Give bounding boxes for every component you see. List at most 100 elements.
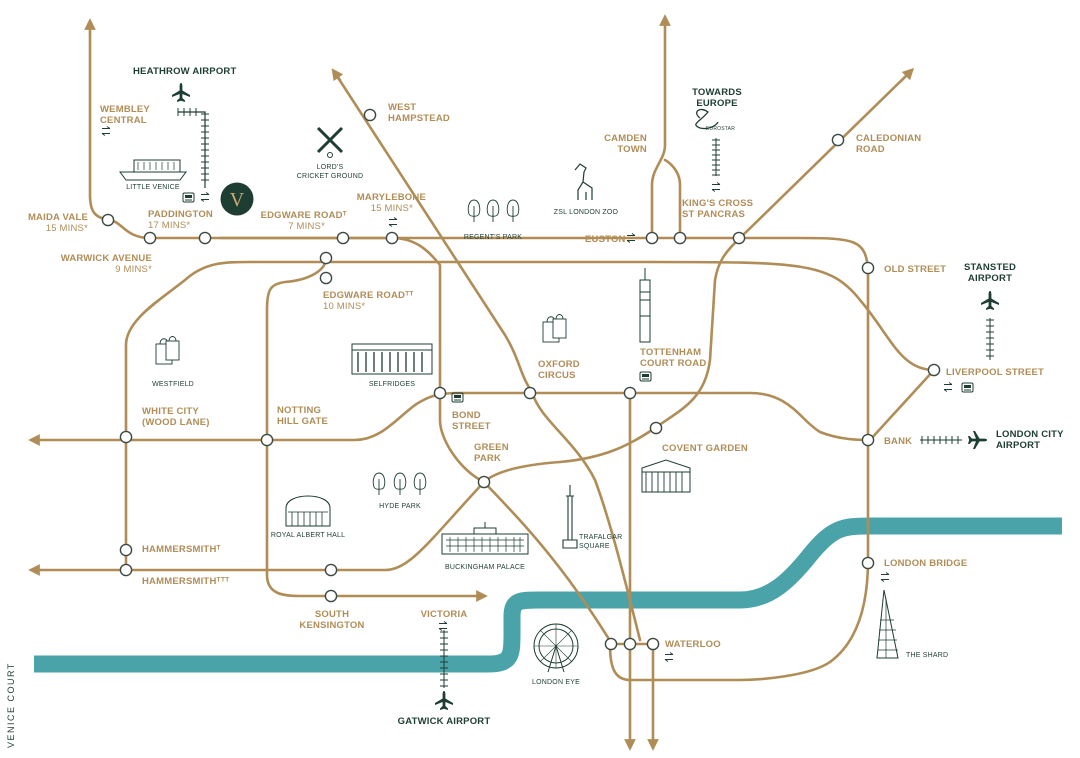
svg-text:17 MINS*: 17 MINS*	[148, 220, 190, 231]
svg-text:EUSTON: EUSTON	[585, 234, 626, 245]
towards-europe-label-2: EUROPE	[696, 98, 737, 109]
svg-text:COURT ROAD: COURT ROAD	[640, 358, 706, 369]
the-shard-icon	[876, 589, 899, 659]
svg-text:TRAFALGAR: TRAFALGAR	[579, 534, 622, 541]
svg-text:LONDON BRIDGE: LONDON BRIDGE	[884, 558, 967, 569]
svg-text:LORD'S: LORD'S	[317, 164, 344, 171]
stansted-plane-icon	[981, 291, 999, 310]
svg-text:KENSINGTON: KENSINGTON	[299, 620, 364, 631]
river-thames	[34, 517, 1062, 673]
tree-icon	[467, 199, 481, 223]
tree-icon	[413, 472, 427, 496]
svg-text:V: V	[230, 189, 245, 211]
svg-text:TOWN: TOWN	[617, 144, 647, 155]
tree-icon	[372, 472, 386, 496]
svg-text:HAMPSTEAD: HAMPSTEAD	[388, 113, 450, 124]
airport-rail-links	[177, 108, 994, 688]
svg-text:LIVERPOOL STREET: LIVERPOOL STREET	[946, 367, 1044, 378]
shopping-bags-icon	[155, 336, 180, 365]
selfridges-icon	[351, 343, 433, 375]
svg-text:LITTLE VENICE: LITTLE VENICE	[126, 184, 180, 191]
svg-text:CRICKET GROUND: CRICKET GROUND	[297, 173, 363, 180]
svg-text:SQUARE: SQUARE	[579, 543, 610, 550]
eurostar-label: EUROSTAR	[706, 126, 735, 132]
side-brand-text: VENICE COURT	[6, 662, 16, 748]
svg-text:BANK: BANK	[884, 436, 912, 447]
landmark-labels: LITTLE VENICE LORD'S CRICKET GROUND REGE…	[126, 164, 948, 686]
tree-icon	[393, 472, 407, 496]
heathrow-label: HEATHROW AIRPORT	[133, 66, 236, 77]
royal-albert-hall-icon	[285, 495, 331, 527]
heathrow-plane-icon	[172, 83, 190, 102]
svg-text:HAMMERSMITHᵀ: HAMMERSMITHᵀ	[142, 544, 221, 555]
svg-text:WEMBLEY: WEMBLEY	[100, 104, 150, 115]
svg-text:STREET: STREET	[452, 421, 491, 432]
venice-court-logo: V	[220, 182, 254, 216]
svg-text:ROAD: ROAD	[856, 144, 885, 155]
svg-text:WHITE CITY: WHITE CITY	[142, 406, 199, 417]
stansted-label-1: STANSTED	[964, 262, 1016, 273]
svg-text:HAMMERSMITHᵀᵀᵀ: HAMMERSMITHᵀᵀᵀ	[142, 576, 229, 587]
svg-text:10 MINS*: 10 MINS*	[323, 301, 365, 312]
svg-text:CENTRAL: CENTRAL	[100, 115, 147, 126]
covent-garden-icon	[641, 459, 691, 493]
svg-text:WESTFIELD: WESTFIELD	[152, 381, 194, 388]
svg-text:ROYAL ALBERT HALL: ROYAL ALBERT HALL	[271, 532, 345, 539]
svg-text:MARYLEBONE: MARYLEBONE	[357, 192, 426, 203]
svg-text:WATERLOO: WATERLOO	[665, 639, 721, 650]
london-city-label-2: AIRPORT	[996, 440, 1040, 451]
svg-text:WARWICK AVENUE: WARWICK AVENUE	[61, 253, 152, 264]
boat-icon	[119, 159, 187, 181]
svg-text:ZSL LONDON ZOO: ZSL LONDON ZOO	[554, 209, 619, 216]
svg-text:9 MINS*: 9 MINS*	[115, 264, 152, 275]
svg-text:(WOOD LANE): (WOOD LANE)	[142, 417, 210, 428]
landmark-icons	[119, 108, 899, 673]
svg-text:REGENT'S PARK: REGENT'S PARK	[464, 234, 522, 241]
svg-text:CIRCUS: CIRCUS	[538, 370, 576, 381]
tree-icon	[506, 199, 520, 223]
cricket-bats-icon	[316, 126, 344, 158]
eurostar-logo	[695, 108, 719, 130]
svg-text:CALEDONIAN: CALEDONIAN	[856, 133, 921, 144]
london-eye-icon	[533, 623, 579, 673]
towards-europe-label-1: TOWARDS	[692, 87, 742, 98]
svg-text:VICTORIA: VICTORIA	[421, 609, 468, 620]
svg-text:BOND: BOND	[452, 410, 481, 421]
svg-text:SELFRIDGES: SELFRIDGES	[369, 381, 415, 388]
svg-text:PARK: PARK	[474, 453, 501, 464]
svg-text:HYDE PARK: HYDE PARK	[379, 503, 421, 510]
svg-text:EDGWARE ROADᵀ: EDGWARE ROADᵀ	[261, 210, 347, 221]
nelsons-column-icon	[562, 485, 578, 549]
svg-text:GREEN: GREEN	[474, 442, 509, 453]
svg-text:HILL GATE: HILL GATE	[277, 416, 328, 427]
svg-text:PADDINGTON: PADDINGTON	[148, 209, 213, 220]
svg-text:CAMDEN: CAMDEN	[604, 133, 647, 144]
svg-text:THE SHARD: THE SHARD	[906, 652, 948, 659]
svg-text:TOTTENHAM: TOTTENHAM	[640, 347, 701, 358]
gatwick-label: GATWICK AIRPORT	[398, 716, 491, 727]
svg-text:KING'S CROSS: KING'S CROSS	[682, 198, 753, 209]
svg-text:OXFORD: OXFORD	[538, 359, 580, 370]
london-city-plane-icon	[968, 431, 987, 449]
svg-text:EDGWARE ROADᵀᵀ: EDGWARE ROADᵀᵀ	[323, 290, 414, 301]
svg-text:BUCKINGHAM PALACE: BUCKINGHAM PALACE	[445, 564, 525, 571]
giraffe-icon	[574, 163, 593, 200]
svg-text:7 MINS*: 7 MINS*	[288, 221, 325, 232]
station-labels: WEMBLEY CENTRAL PADDINGTON 17 MINS* MAID…	[28, 102, 1044, 650]
shopping-bags-icon	[542, 314, 567, 343]
svg-text:NOTTING: NOTTING	[277, 405, 321, 416]
svg-text:WEST: WEST	[388, 102, 416, 113]
svg-text:ST PANCRAS: ST PANCRAS	[682, 209, 745, 220]
svg-text:COVENT GARDEN: COVENT GARDEN	[662, 443, 748, 454]
svg-text:LONDON EYE: LONDON EYE	[532, 679, 580, 686]
tree-icon	[486, 199, 500, 223]
svg-text:OLD STREET: OLD STREET	[884, 264, 946, 275]
stansted-label-2: AIRPORT	[968, 273, 1012, 284]
svg-text:15 MINS*: 15 MINS*	[371, 203, 413, 214]
gatwick-plane-icon	[435, 691, 453, 710]
london-city-label-1: LONDON CITY	[996, 429, 1064, 440]
svg-text:15 MINS*: 15 MINS*	[46, 223, 88, 234]
svg-text:MAIDA VALE: MAIDA VALE	[28, 212, 88, 223]
station-markers	[101, 108, 941, 651]
